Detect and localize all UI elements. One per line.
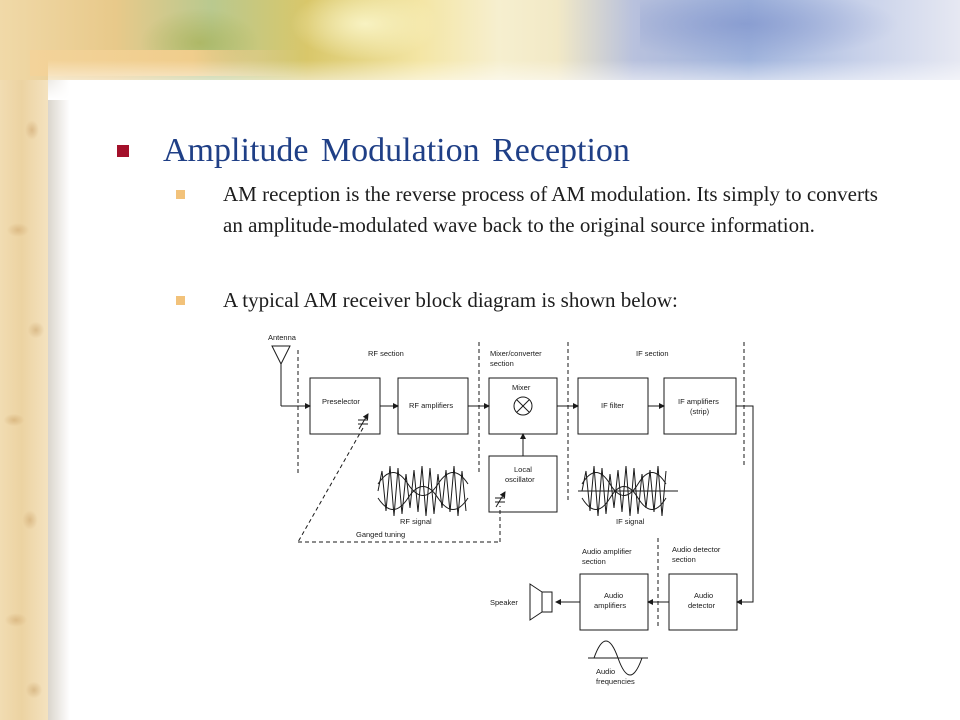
variable-capacitor-icon (495, 491, 506, 508)
audio-detector-label: detector (688, 601, 716, 610)
rf-signal-label: RF signal (400, 517, 432, 526)
if-amplifiers-block (663, 377, 737, 435)
bullet-item: A typical AM receiver block diagram is s… (176, 285, 883, 316)
banner-flower-decoration (290, 0, 440, 60)
audio-amplifiers-label: Audio (604, 591, 623, 600)
preselector-label: Preselector (322, 397, 360, 406)
rf-section-label: RF section (368, 349, 404, 358)
banner-blue-flower-decoration (640, 0, 900, 60)
audio-detector-label: Audio (694, 591, 713, 600)
local-oscillator-label: oscillator (505, 475, 535, 484)
if-filter-label: IF filter (601, 401, 624, 410)
slide-title-row: Amplitude Modulation Reception (117, 132, 630, 170)
title-bullet (117, 145, 129, 157)
if-section-label: IF section (636, 349, 669, 358)
mixer-section-label: section (490, 359, 514, 368)
preselector-block (309, 377, 381, 435)
am-receiver-block-diagram: Antenna RF section Mixer/converter secti… (268, 333, 754, 686)
rf-amplifiers-label: RF amplifiers (409, 401, 453, 410)
audio-amplifiers-label: amplifiers (594, 601, 626, 610)
local-oscillator-label: Local (514, 465, 532, 474)
if-signal-label: IF signal (616, 517, 645, 526)
bullet-text: AM reception is the reverse process of A… (223, 182, 878, 237)
speaker-icon (529, 583, 553, 621)
if-amplifiers-label: (strip) (690, 407, 710, 416)
if-signal-waveform (578, 465, 678, 517)
strip-shadow (48, 80, 70, 720)
audio-amp-section-label: section (582, 557, 606, 566)
ganged-tuning-label: Ganged tuning (356, 530, 405, 539)
audio-frequencies-label: frequencies (596, 677, 635, 686)
mixer-label: Mixer (512, 383, 531, 392)
sub-bullet-marker (176, 296, 185, 305)
audio-detector-section-label: section (672, 555, 696, 564)
speaker-label: Speaker (490, 598, 518, 607)
antenna-label: Antenna (268, 333, 297, 342)
sub-bullet-marker (176, 190, 185, 199)
bullet-text: A typical AM receiver block diagram is s… (223, 288, 678, 312)
if-amplifiers-label: IF amplifiers (678, 397, 719, 406)
rf-signal-waveform (377, 465, 469, 517)
variable-capacitor-icon (358, 413, 369, 430)
audio-detector-section-label: Audio detector (672, 545, 721, 554)
audio-frequencies-label: Audio (596, 667, 615, 676)
banner-fade (48, 60, 960, 100)
antenna-icon (271, 345, 291, 366)
audio-amp-section-label: Audio amplifier (582, 547, 632, 556)
slide-title: Amplitude Modulation Reception (163, 132, 630, 169)
mixer-icon (513, 396, 533, 416)
left-decorative-strip (0, 0, 48, 720)
bullet-item: AM reception is the reverse process of A… (176, 179, 883, 241)
mixer-section-label: Mixer/converter (490, 349, 542, 358)
